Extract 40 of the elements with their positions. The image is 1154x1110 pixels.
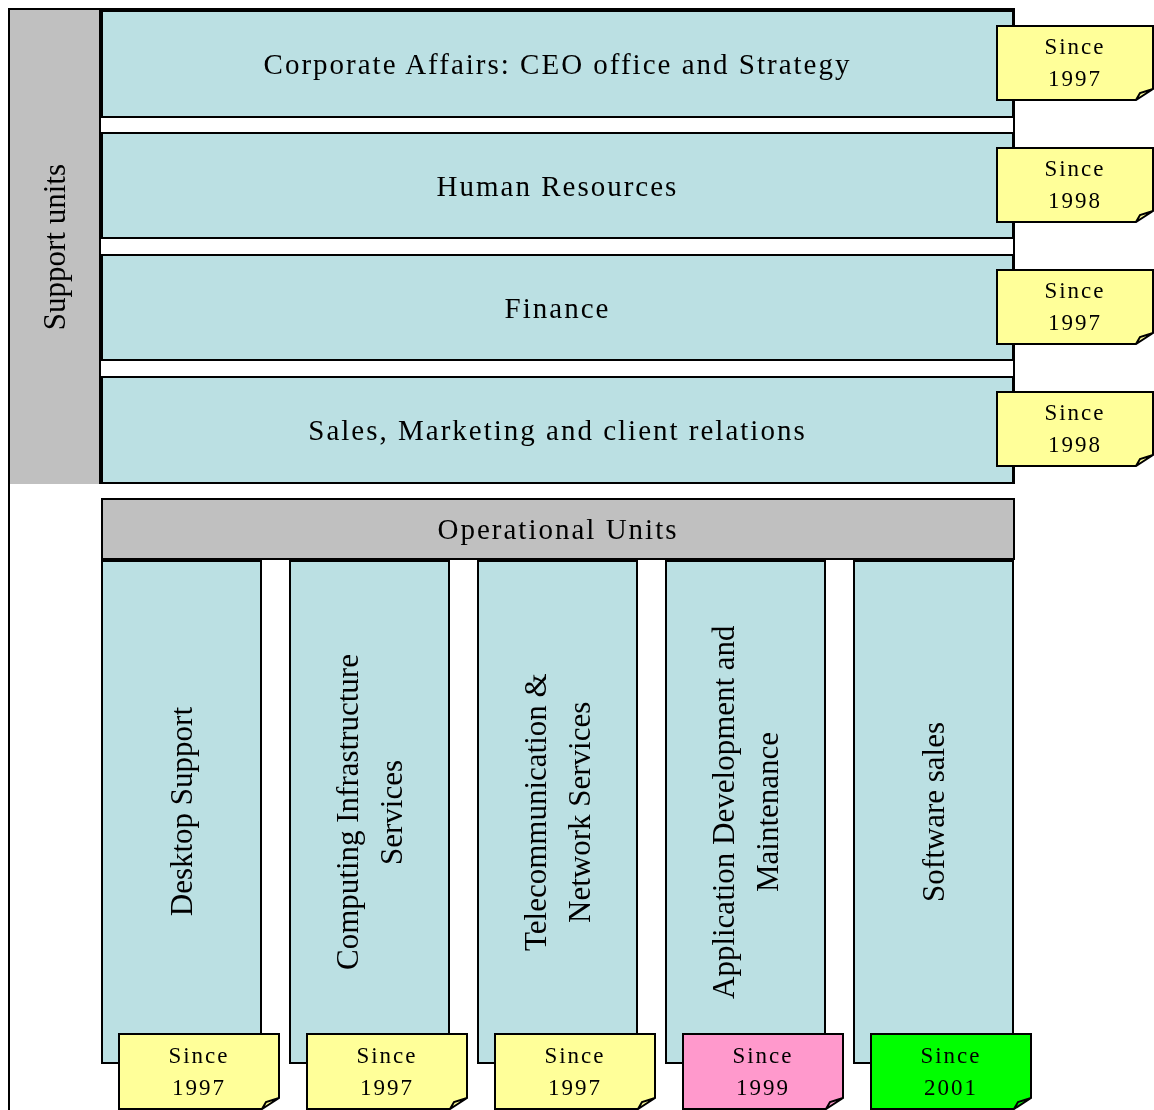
band-label: Support units (35, 163, 73, 331)
unit-label: Computing Infrastructure Services (328, 653, 410, 972)
unit-label: Finance (504, 290, 611, 326)
unit-column (853, 560, 1014, 1064)
note-label: Since 1997 (1043, 33, 1107, 93)
note-label: Since 1997 (543, 1041, 607, 1102)
note-label: Since 1997 (355, 1041, 419, 1102)
side-band (10, 10, 101, 484)
note-label: Since 1997 (167, 1041, 231, 1102)
note-label: Since 1998 (1043, 399, 1107, 459)
unit-label: Application Development and Maintenance (704, 624, 786, 1001)
unit-box (101, 254, 1015, 361)
unit-box (101, 376, 1015, 484)
sticky-note (996, 269, 1154, 345)
unit-label: Sales, Marketing and client relations (308, 413, 807, 448)
sticky-note (118, 1033, 280, 1110)
note-label: Since 2001 (919, 1041, 983, 1102)
unit-column (477, 560, 638, 1064)
unit-label: Corporate Affairs: CEO office and Strategy (263, 47, 852, 82)
sticky-note (996, 25, 1154, 101)
unit-column (289, 560, 450, 1064)
unit-column (665, 560, 826, 1064)
sticky-note (682, 1033, 844, 1110)
unit-label: Desktop Support (162, 707, 200, 917)
note-label: Since 1998 (1043, 155, 1107, 215)
unit-column (101, 560, 262, 1064)
unit-label: Human Resources (436, 168, 679, 204)
unit-label: Telecommunication & Network Services (516, 672, 598, 953)
header-label: Operational Units (437, 512, 679, 547)
note-label: Since 1999 (731, 1041, 795, 1102)
note-label: Since 1997 (1043, 277, 1107, 337)
unit-box (101, 132, 1015, 239)
unit-box (101, 10, 1015, 118)
sticky-note (306, 1033, 468, 1110)
sticky-note (870, 1033, 1032, 1110)
sticky-note (996, 391, 1154, 467)
sticky-note (494, 1033, 656, 1110)
sticky-note (996, 147, 1154, 223)
unit-label: Software sales (914, 722, 952, 902)
header-bar (101, 498, 1015, 560)
